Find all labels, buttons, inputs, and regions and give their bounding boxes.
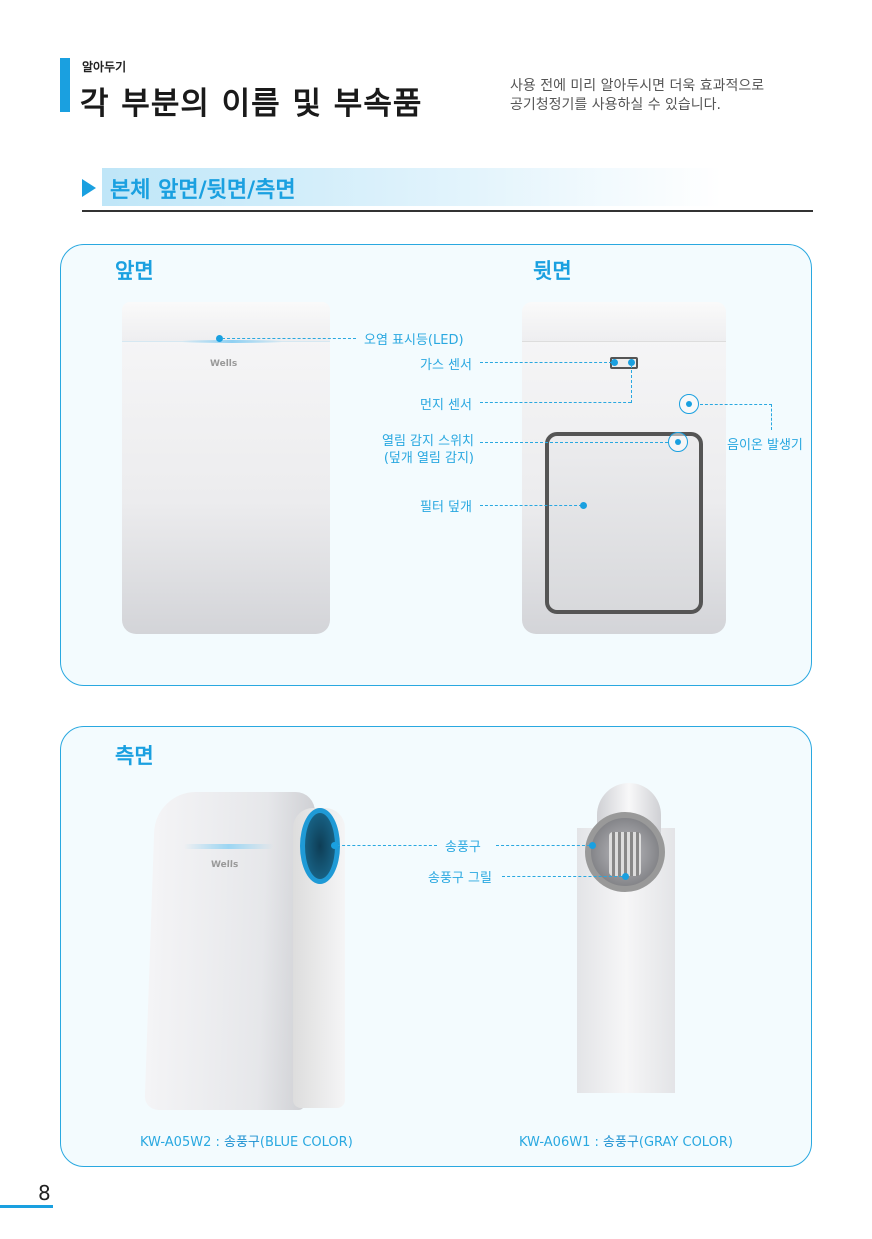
caption-gray-model: KW-A06W1 : 송풍구(GRAY COLOR)	[519, 1131, 733, 1150]
label-led: 오염 표시등(LED)	[364, 333, 464, 348]
label-filter-cover: 필터 덮개	[420, 500, 472, 515]
label-outlet: 송풍구	[445, 840, 481, 855]
intro-line-1: 사용 전에 미리 알아두시면 더욱 효과적으로	[510, 78, 765, 94]
intro-line-2: 공기청정기를 사용하실 수 있습니다.	[510, 97, 721, 113]
gas-dot	[610, 358, 618, 366]
page-title: 각 부분의 이름 및 부속품	[80, 86, 423, 122]
back-device-image	[522, 302, 726, 634]
label-open-switch: 열림 감지 스위치 (덮개 열림 감지)	[380, 433, 474, 467]
filter-dot	[579, 501, 587, 509]
back-title: 뒷면	[533, 259, 572, 283]
caption2-model: KW-A06W1 :	[519, 1135, 603, 1150]
outlet-grille	[609, 832, 641, 876]
outlet-leader-right	[496, 845, 590, 846]
page-number-underline	[0, 1205, 53, 1208]
grille-leader	[502, 876, 622, 877]
back-top-panel	[522, 302, 726, 342]
label-gas-sensor: 가스 센서	[420, 358, 472, 373]
front-device-image: Wells	[122, 302, 330, 634]
front-title: 앞면	[115, 259, 154, 283]
label-grille: 송풍구 그릴	[428, 871, 492, 886]
ion-marker	[679, 394, 699, 414]
switch-marker	[668, 432, 688, 452]
switch-line-1: 열림 감지 스위치	[382, 434, 474, 449]
caption1-color: (BLUE COLOR)	[259, 1135, 353, 1150]
front-top-panel	[122, 302, 330, 342]
outlet-leader-left	[337, 845, 437, 846]
led-strip	[182, 340, 282, 343]
side-device-blue-image: Wells	[144, 792, 316, 1110]
caption2-name: 송풍구	[603, 1135, 639, 1150]
outlet-dot-right	[588, 841, 596, 849]
side-title: 측면	[115, 744, 154, 768]
label-ion-generator: 음이온 발생기	[727, 438, 803, 453]
caption1-model: KW-A05W2 :	[140, 1135, 224, 1150]
brand-logo: Wells	[210, 359, 238, 369]
ion-leader	[700, 404, 772, 405]
ion-leader-v	[771, 404, 772, 430]
led-leader	[222, 338, 356, 339]
caption2-color: (GRAY COLOR)	[638, 1135, 733, 1150]
dust-leader-v	[631, 365, 632, 403]
led-dot	[215, 334, 223, 342]
outlet-dot-left	[330, 841, 338, 849]
section-title: 본체 앞면/뒷면/측면	[110, 178, 296, 203]
label-dust-sensor: 먼지 센서	[420, 398, 472, 413]
caption-blue-model: KW-A05W2 : 송풍구(BLUE COLOR)	[140, 1131, 353, 1150]
dust-leader	[480, 402, 631, 403]
gray-outlet	[585, 812, 665, 892]
switch-line-2: (덮개 열림 감지)	[383, 451, 474, 466]
caption1-name: 송풍구	[224, 1135, 260, 1150]
filter-leader	[480, 505, 582, 506]
page-number: 8	[38, 1181, 51, 1205]
switch-leader	[480, 442, 668, 443]
gas-leader	[480, 362, 612, 363]
section-rule	[82, 210, 813, 212]
dust-dot	[627, 358, 635, 366]
header-accent-bar	[60, 58, 70, 112]
section-triangle-icon	[82, 179, 96, 197]
filter-cover	[545, 432, 703, 614]
header-kicker: 알아두기	[82, 60, 127, 74]
section-band	[102, 168, 722, 206]
side-led-strip	[183, 844, 274, 849]
side-brand-logo: Wells	[210, 860, 239, 870]
grille-dot	[621, 872, 629, 880]
